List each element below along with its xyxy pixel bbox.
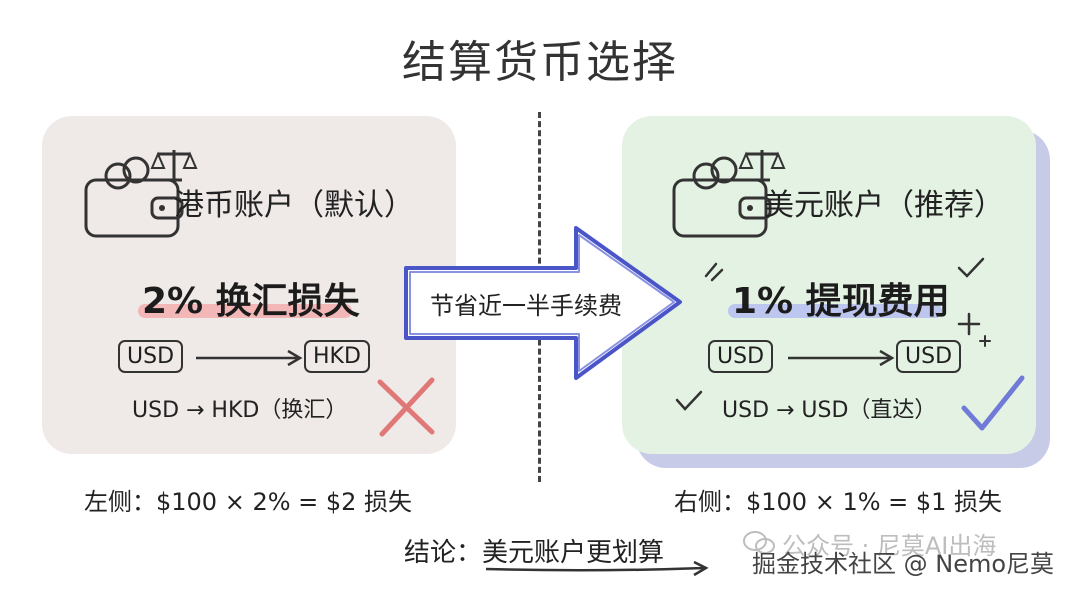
right-calculation: 右侧：$100 × 1% = $1 损失 xyxy=(674,488,1003,516)
wechat-watermark: 公众号 · 尼莫AI出海 xyxy=(782,532,997,560)
juejin-watermark: 掘金技术社区 @ Nemo尼莫 xyxy=(752,550,1055,578)
plus-icon xyxy=(957,312,991,347)
wechat-logo-icon xyxy=(743,531,775,554)
left-calculation: 左侧：$100 × 2% = $2 损失 xyxy=(84,488,413,516)
hkd-card-title: 港币账户（默认） xyxy=(174,188,414,223)
loss-highlight xyxy=(138,304,352,318)
loss-label: 2% 换汇损失 xyxy=(142,281,360,322)
big-check-icon xyxy=(961,375,1025,431)
conclusion-arrow-icon xyxy=(485,560,709,577)
usd-box: USD xyxy=(708,340,774,373)
usd-target-box: USD xyxy=(896,340,962,373)
small-check-icon xyxy=(957,257,985,278)
cross-icon xyxy=(377,377,435,437)
direct-flow-text: USD → USD（直达） xyxy=(722,398,937,423)
usd-box: USD xyxy=(118,340,184,373)
usd-card-title: 美元账户（推荐） xyxy=(764,188,1004,223)
wallet-icon xyxy=(672,150,786,238)
wallet-icon xyxy=(84,150,198,238)
check-icon xyxy=(675,390,703,411)
savings-arrow xyxy=(404,226,682,380)
convert-arrow-icon xyxy=(196,349,303,367)
fee-highlight xyxy=(728,304,942,318)
sparkle-icon xyxy=(704,262,724,282)
hkd-box: HKD xyxy=(304,340,370,373)
fee-label: 1% 提现费用 xyxy=(732,281,950,322)
direct-arrow-icon xyxy=(788,349,895,367)
savings-label: 节省近一半手续费 xyxy=(430,292,622,320)
exchange-flow-text: USD → HKD（换汇） xyxy=(132,398,348,423)
conclusion-text: 结论：美元账户更划算 xyxy=(404,538,665,568)
hkd-account-card: 港币账户（默认） 2% 换汇损失 USD HKD USD → HKD（换汇） xyxy=(42,116,456,454)
diagram-title: 结算货币选择 xyxy=(402,37,678,88)
usd-account-card: 美元账户（推荐） 1% 提现费用 USD USD USD → USD（直达） xyxy=(622,116,1036,454)
